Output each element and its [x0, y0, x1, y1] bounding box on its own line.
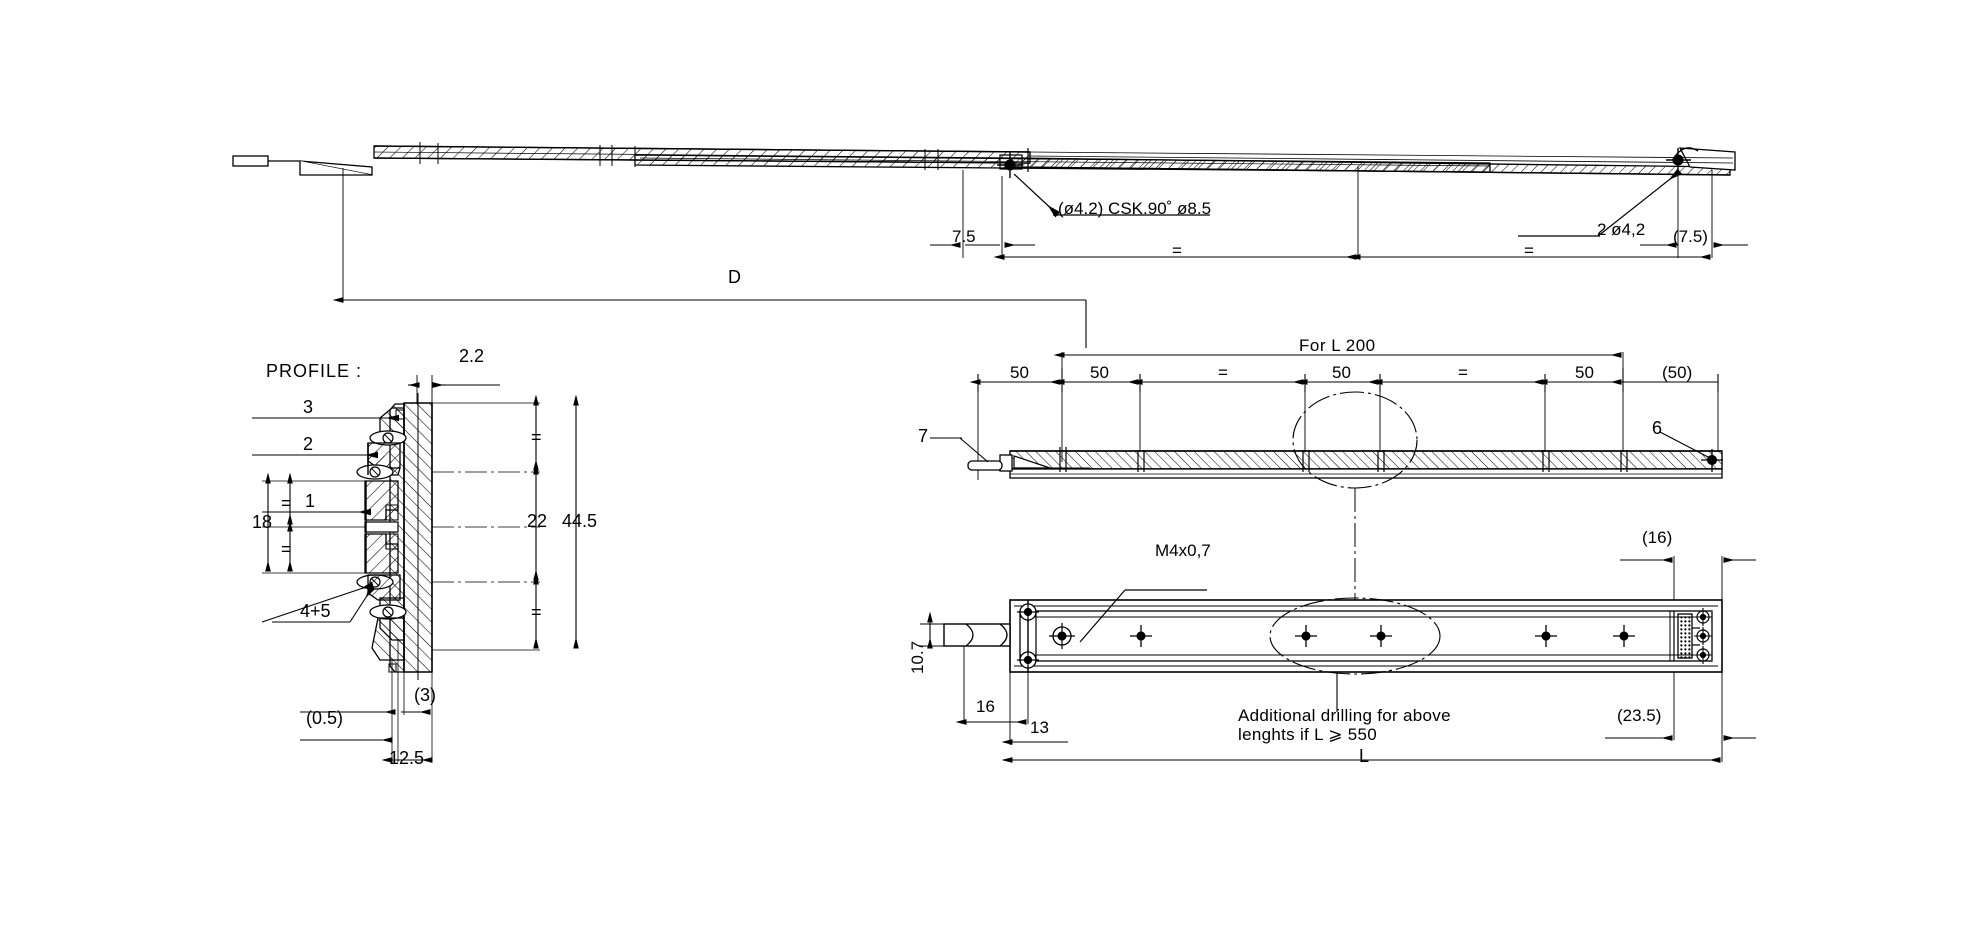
dim-16-right-label: (16)	[1642, 528, 1673, 547]
start-offset-label: 7.5	[952, 227, 976, 246]
top-elevation-geometry	[232, 142, 1748, 348]
dim-44-5-label: 44.5	[562, 511, 598, 531]
spacing-4-label: 50	[1332, 363, 1351, 382]
dim-16-label: 16	[976, 697, 995, 716]
callout-3-label: 3	[303, 397, 314, 417]
dim-2-2-label: 2.2	[459, 346, 485, 366]
thread-label: M4x0,7	[1155, 541, 1211, 560]
dim-18-label: 18	[252, 512, 273, 532]
callout-2-label: 2	[303, 434, 314, 454]
middle-elevation-geometry	[930, 352, 1723, 489]
callout-6-label: 6	[1652, 418, 1663, 438]
dim-22-label: 22	[527, 511, 548, 531]
dim-3-label: (3)	[414, 685, 436, 705]
spacing-2-label: 50	[1090, 363, 1109, 382]
equal-mark-prof-1: =	[281, 493, 292, 513]
callout-7-label: 7	[918, 426, 929, 446]
overall-d-label: D	[728, 267, 741, 287]
spacing-3-label: =	[1218, 363, 1228, 382]
end-holes-label: 2 ø4,2	[1597, 220, 1646, 239]
equal-span-2-label: =	[1524, 241, 1534, 260]
bottom-plan-geometry	[920, 488, 1756, 763]
for-l-200-label: For L 200	[1299, 336, 1376, 355]
equal-mark-prof-3: =	[531, 427, 542, 447]
dim-0-5-label: (0.5)	[306, 708, 344, 728]
profile-section-geometry	[252, 375, 579, 763]
callout-4-5-label: 4+5	[300, 601, 331, 621]
spacing-7-label: (50)	[1662, 363, 1693, 382]
dim-12-5-label: 12.5	[389, 748, 425, 768]
note-line-2: lenghts if L ⩾ 550	[1238, 725, 1378, 744]
equal-mark-prof-2: =	[281, 539, 292, 559]
equal-mark-prof-4: =	[531, 602, 542, 622]
dim-10-7-label: 10.7	[908, 640, 927, 674]
spacing-6-label: 50	[1575, 363, 1594, 382]
hole-spec-label: (ø4.2) CSK.90˚ ø8.5	[1058, 199, 1212, 218]
dim-23-5-label: (23.5)	[1617, 706, 1662, 725]
note-line-1: Additional drilling for above	[1238, 706, 1451, 725]
equal-span-1-label: =	[1172, 241, 1182, 260]
dim-13-label: 13	[1030, 718, 1049, 737]
spacing-5-label: =	[1458, 363, 1468, 382]
callout-1-label: 1	[305, 491, 316, 511]
spacing-1-label: 50	[1010, 363, 1029, 382]
dim-l-label: L	[1359, 746, 1370, 766]
profile-title: PROFILE :	[266, 361, 363, 381]
end-offset-label: (7.5)	[1673, 227, 1708, 246]
